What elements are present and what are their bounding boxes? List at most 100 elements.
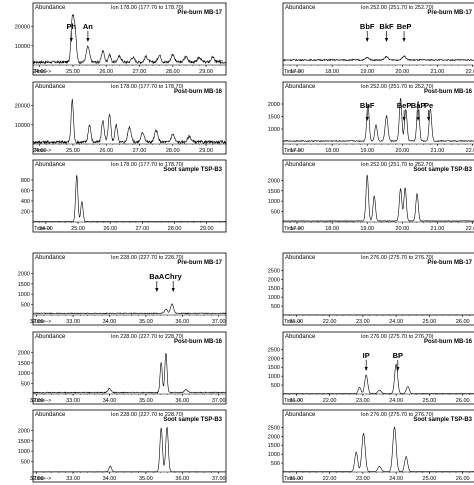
x-tick-label: 17.00 bbox=[290, 148, 304, 154]
peak-arrowhead bbox=[365, 38, 369, 42]
x-tick-label: 23.00 bbox=[356, 319, 370, 325]
chromatogram-trace bbox=[32, 353, 227, 394]
time-axis-label: Time--> bbox=[284, 69, 301, 75]
x-tick-label: 36.00 bbox=[175, 476, 189, 482]
x-tick-label: 25.00 bbox=[423, 476, 437, 482]
y-tick-label: 500 bbox=[271, 210, 280, 216]
x-tick-label: 26.00 bbox=[456, 319, 470, 325]
peak-arrowhead bbox=[396, 367, 400, 371]
chromatogram-trace bbox=[32, 14, 227, 65]
abundance-label: Abundance bbox=[35, 84, 66, 90]
peak-label: BbF bbox=[360, 101, 375, 110]
y-tick-label: 1000 bbox=[18, 292, 30, 298]
time-axis-label: Time--> bbox=[284, 476, 301, 482]
x-tick-label: 27.00 bbox=[133, 69, 147, 75]
time-axis-label: Time--> bbox=[34, 148, 51, 154]
x-tick-label: 24.00 bbox=[389, 398, 403, 404]
x-tick-label: 21.00 bbox=[431, 226, 445, 232]
x-tick-label: 21.00 bbox=[289, 398, 303, 404]
panel-frame bbox=[282, 81, 474, 155]
x-tick-label: 24.00 bbox=[389, 476, 403, 482]
x-tick-label: 29.00 bbox=[199, 69, 213, 75]
x-tick-label: 24.00 bbox=[33, 69, 47, 75]
x-tick-label: 28.00 bbox=[166, 69, 180, 75]
peak-label: Ph bbox=[66, 22, 76, 31]
peak-arrowhead bbox=[155, 288, 159, 292]
y-tick-label: 1500 bbox=[18, 361, 30, 367]
x-tick-label: 29.00 bbox=[199, 148, 213, 154]
y-tick-label: 1500 bbox=[268, 286, 280, 292]
time-axis-label: Time--> bbox=[34, 476, 51, 482]
peak-arrowhead bbox=[365, 117, 369, 121]
time-axis-label: Time--> bbox=[284, 398, 301, 404]
panel-title: Soot sample TSP-B3 bbox=[163, 417, 222, 423]
x-tick-label: 29.00 bbox=[200, 226, 214, 232]
time-axis-label: Time--> bbox=[284, 226, 301, 232]
x-tick-label: 25.00 bbox=[66, 148, 80, 154]
x-tick-label: 20.00 bbox=[395, 69, 409, 75]
y-tick-label: 20000 bbox=[15, 104, 30, 110]
y-tick-label: 500 bbox=[271, 304, 280, 310]
y-tick-label: 2000 bbox=[18, 428, 30, 434]
x-tick-label: 19.00 bbox=[360, 69, 374, 75]
peak-arrowhead bbox=[384, 38, 389, 42]
y-tick-label: 200 bbox=[21, 209, 30, 215]
panel-title: Pre-burn MB-17 bbox=[427, 10, 472, 16]
panel-frame bbox=[32, 252, 227, 326]
ion-label: Ion 178.00 (177.70 to 178.70) bbox=[111, 84, 184, 90]
y-tick-label: 1000 bbox=[268, 374, 280, 380]
peak-label: Chry bbox=[165, 272, 183, 281]
peak-label: BaP bbox=[411, 101, 426, 110]
chromatogram-trace bbox=[282, 426, 474, 473]
panel-frame bbox=[32, 159, 227, 233]
peak-label: An bbox=[83, 22, 93, 31]
panel-title: Post-burn MB-16 bbox=[174, 89, 223, 95]
y-tick-label: 2500 bbox=[268, 347, 280, 353]
ion-label: Ion 276.00 (275.70 to 276.70) bbox=[361, 412, 434, 418]
chromatogram-trace bbox=[282, 98, 474, 143]
panel-frame bbox=[32, 409, 227, 483]
ion-label: Ion 178.00 (177.70 to 178.70) bbox=[111, 5, 184, 11]
x-tick-label: 26.00 bbox=[456, 398, 470, 404]
abundance-label: Abundance bbox=[35, 5, 66, 11]
panel-title: Post-burn MB-16 bbox=[424, 339, 473, 345]
abundance-label: Abundance bbox=[35, 162, 66, 168]
x-tick-label: 25.00 bbox=[423, 398, 437, 404]
x-tick-label: 18.00 bbox=[325, 148, 339, 154]
y-tick-label: 600 bbox=[21, 188, 30, 194]
y-tick-label: 1500 bbox=[268, 115, 280, 121]
chromatogram-trace bbox=[32, 303, 227, 315]
abundance-label: Abundance bbox=[285, 84, 316, 90]
peak-arrowhead bbox=[86, 38, 90, 42]
peak-label: BeP bbox=[397, 101, 412, 110]
peak-label: BeP bbox=[397, 22, 412, 31]
x-tick-label: 21.00 bbox=[431, 148, 445, 154]
y-tick-label: 2500 bbox=[268, 268, 280, 274]
x-tick-label: 19.00 bbox=[360, 226, 374, 232]
y-tick-label: 20000 bbox=[15, 25, 30, 31]
abundance-label: Abundance bbox=[285, 255, 316, 261]
x-tick-label: 18.00 bbox=[325, 69, 339, 75]
panel-frame bbox=[32, 81, 227, 155]
chromatogram-trace bbox=[32, 427, 227, 473]
time-axis-label: Time--> bbox=[34, 69, 51, 75]
y-tick-label: 1000 bbox=[268, 127, 280, 133]
y-tick-label: 1500 bbox=[268, 365, 280, 371]
panel-frame bbox=[282, 409, 474, 483]
x-tick-label: 26.00 bbox=[99, 69, 113, 75]
x-tick-label: 27.00 bbox=[133, 148, 147, 154]
x-tick-label: 26.00 bbox=[103, 226, 117, 232]
y-tick-label: 1000 bbox=[268, 452, 280, 458]
time-axis-label: Time--> bbox=[34, 226, 51, 232]
y-tick-label: 1000 bbox=[268, 295, 280, 301]
x-tick-label: 25.00 bbox=[71, 226, 85, 232]
x-tick-label: 24.00 bbox=[33, 148, 47, 154]
abundance-label: Abundance bbox=[35, 255, 66, 261]
